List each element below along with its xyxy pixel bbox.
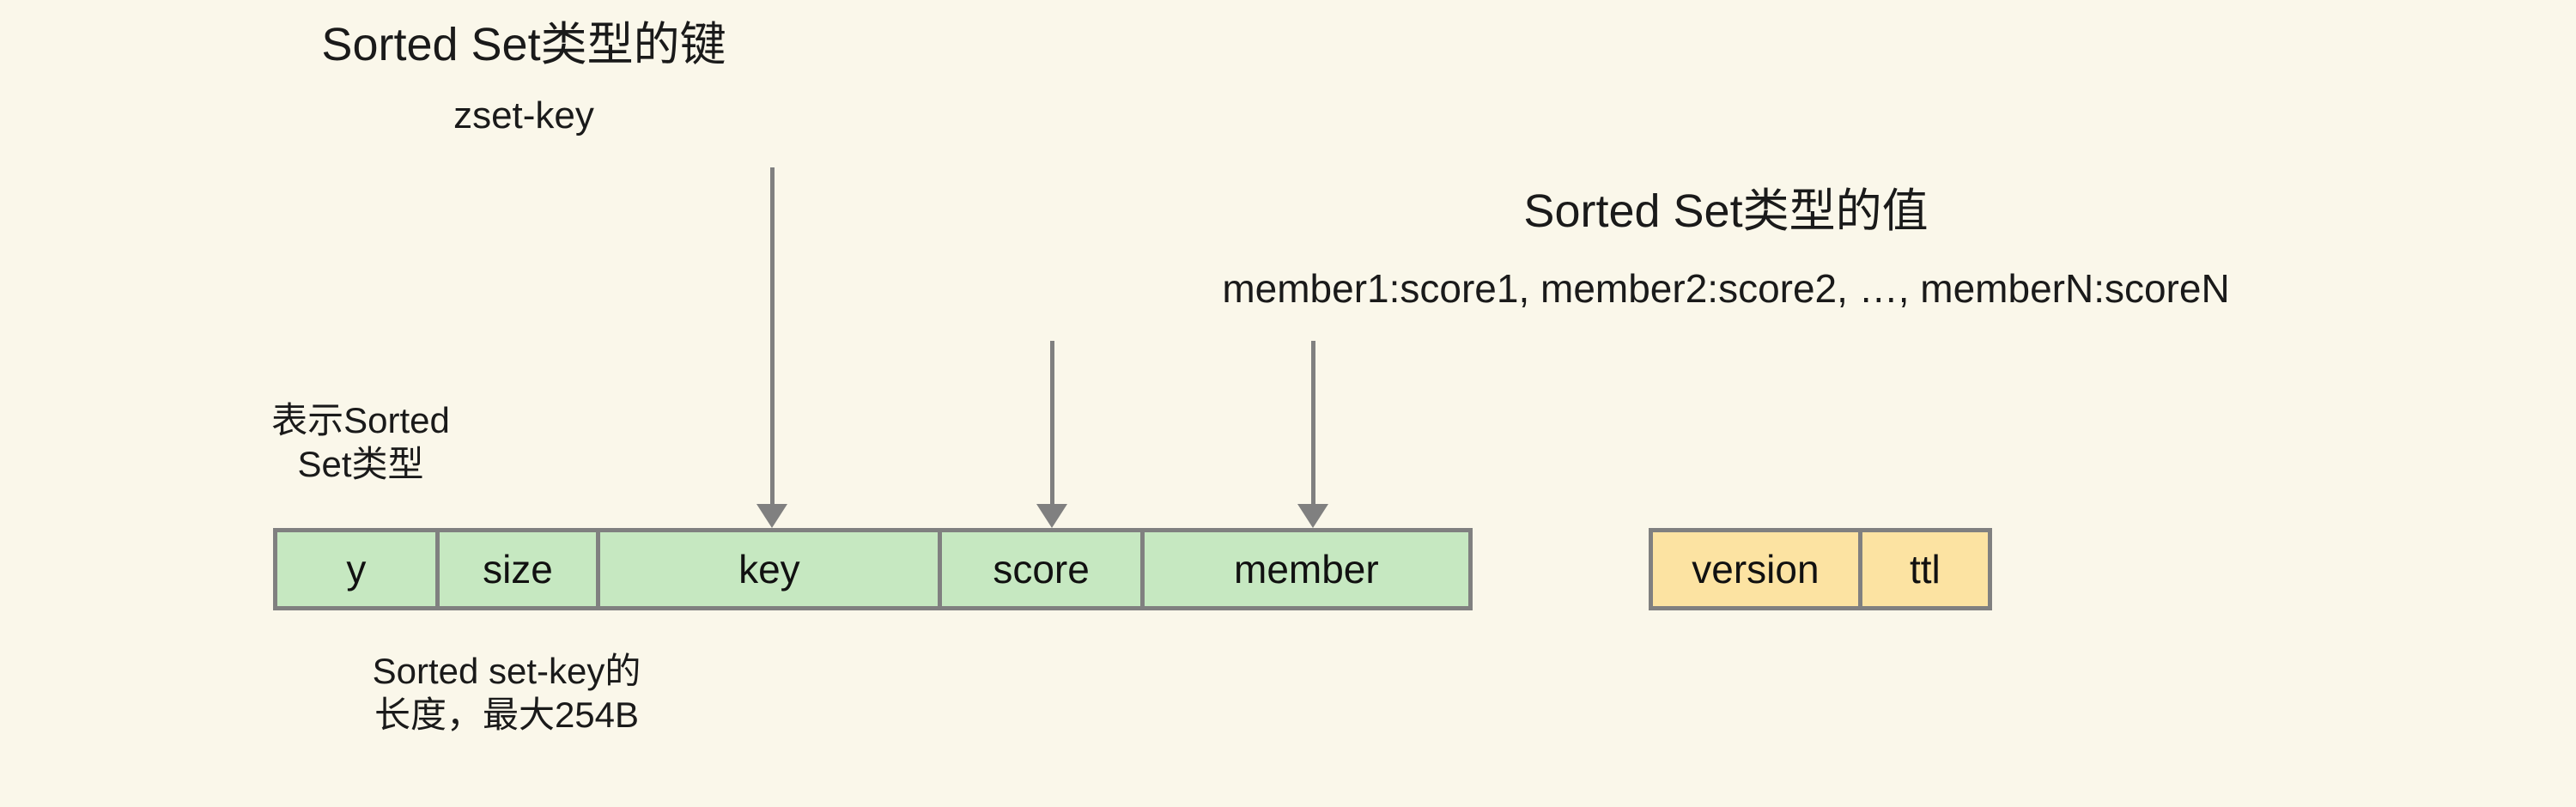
key-cell-score: score	[942, 532, 1145, 606]
key-cell-y: y	[277, 532, 440, 606]
arrow-shaft	[770, 167, 775, 506]
key-cell-member-label: member	[1234, 547, 1379, 592]
key-layout-row: y size key score member	[273, 528, 1473, 610]
meta-cell-ttl: ttl	[1862, 532, 1988, 606]
arrow-shaft	[1311, 341, 1315, 506]
key-cell-member: member	[1144, 532, 1468, 606]
type-flag-annotation: 表示Sorted Set类型	[271, 400, 450, 485]
meta-cell-version: version	[1653, 532, 1862, 606]
meta-layout-row: version ttl	[1649, 528, 1992, 610]
key-cell-key-label: key	[738, 547, 800, 592]
meta-cell-ttl-label: ttl	[1910, 547, 1941, 592]
key-cell-key: key	[600, 532, 943, 606]
key-annotation-title: Sorted Set类型的键	[321, 19, 726, 70]
value-annotation-title: Sorted Set类型的值	[1523, 185, 1929, 237]
value-annotation-subtitle: member1:score1, member2:score2, …, membe…	[1222, 266, 2230, 311]
key-annotation-subtitle: zset-key	[453, 94, 594, 137]
arrow-shaft	[1050, 341, 1054, 506]
key-cell-size: size	[439, 532, 601, 606]
arrow-head	[1297, 504, 1328, 528]
size-field-annotation: Sorted set-key的 长度，最大254B	[372, 651, 641, 736]
key-cell-score-label: score	[993, 547, 1090, 592]
arrow-head	[756, 504, 787, 528]
meta-cell-version-label: version	[1692, 547, 1820, 592]
arrow-head	[1036, 504, 1067, 528]
key-cell-size-label: size	[483, 547, 553, 592]
key-cell-y-label: y	[346, 547, 367, 592]
